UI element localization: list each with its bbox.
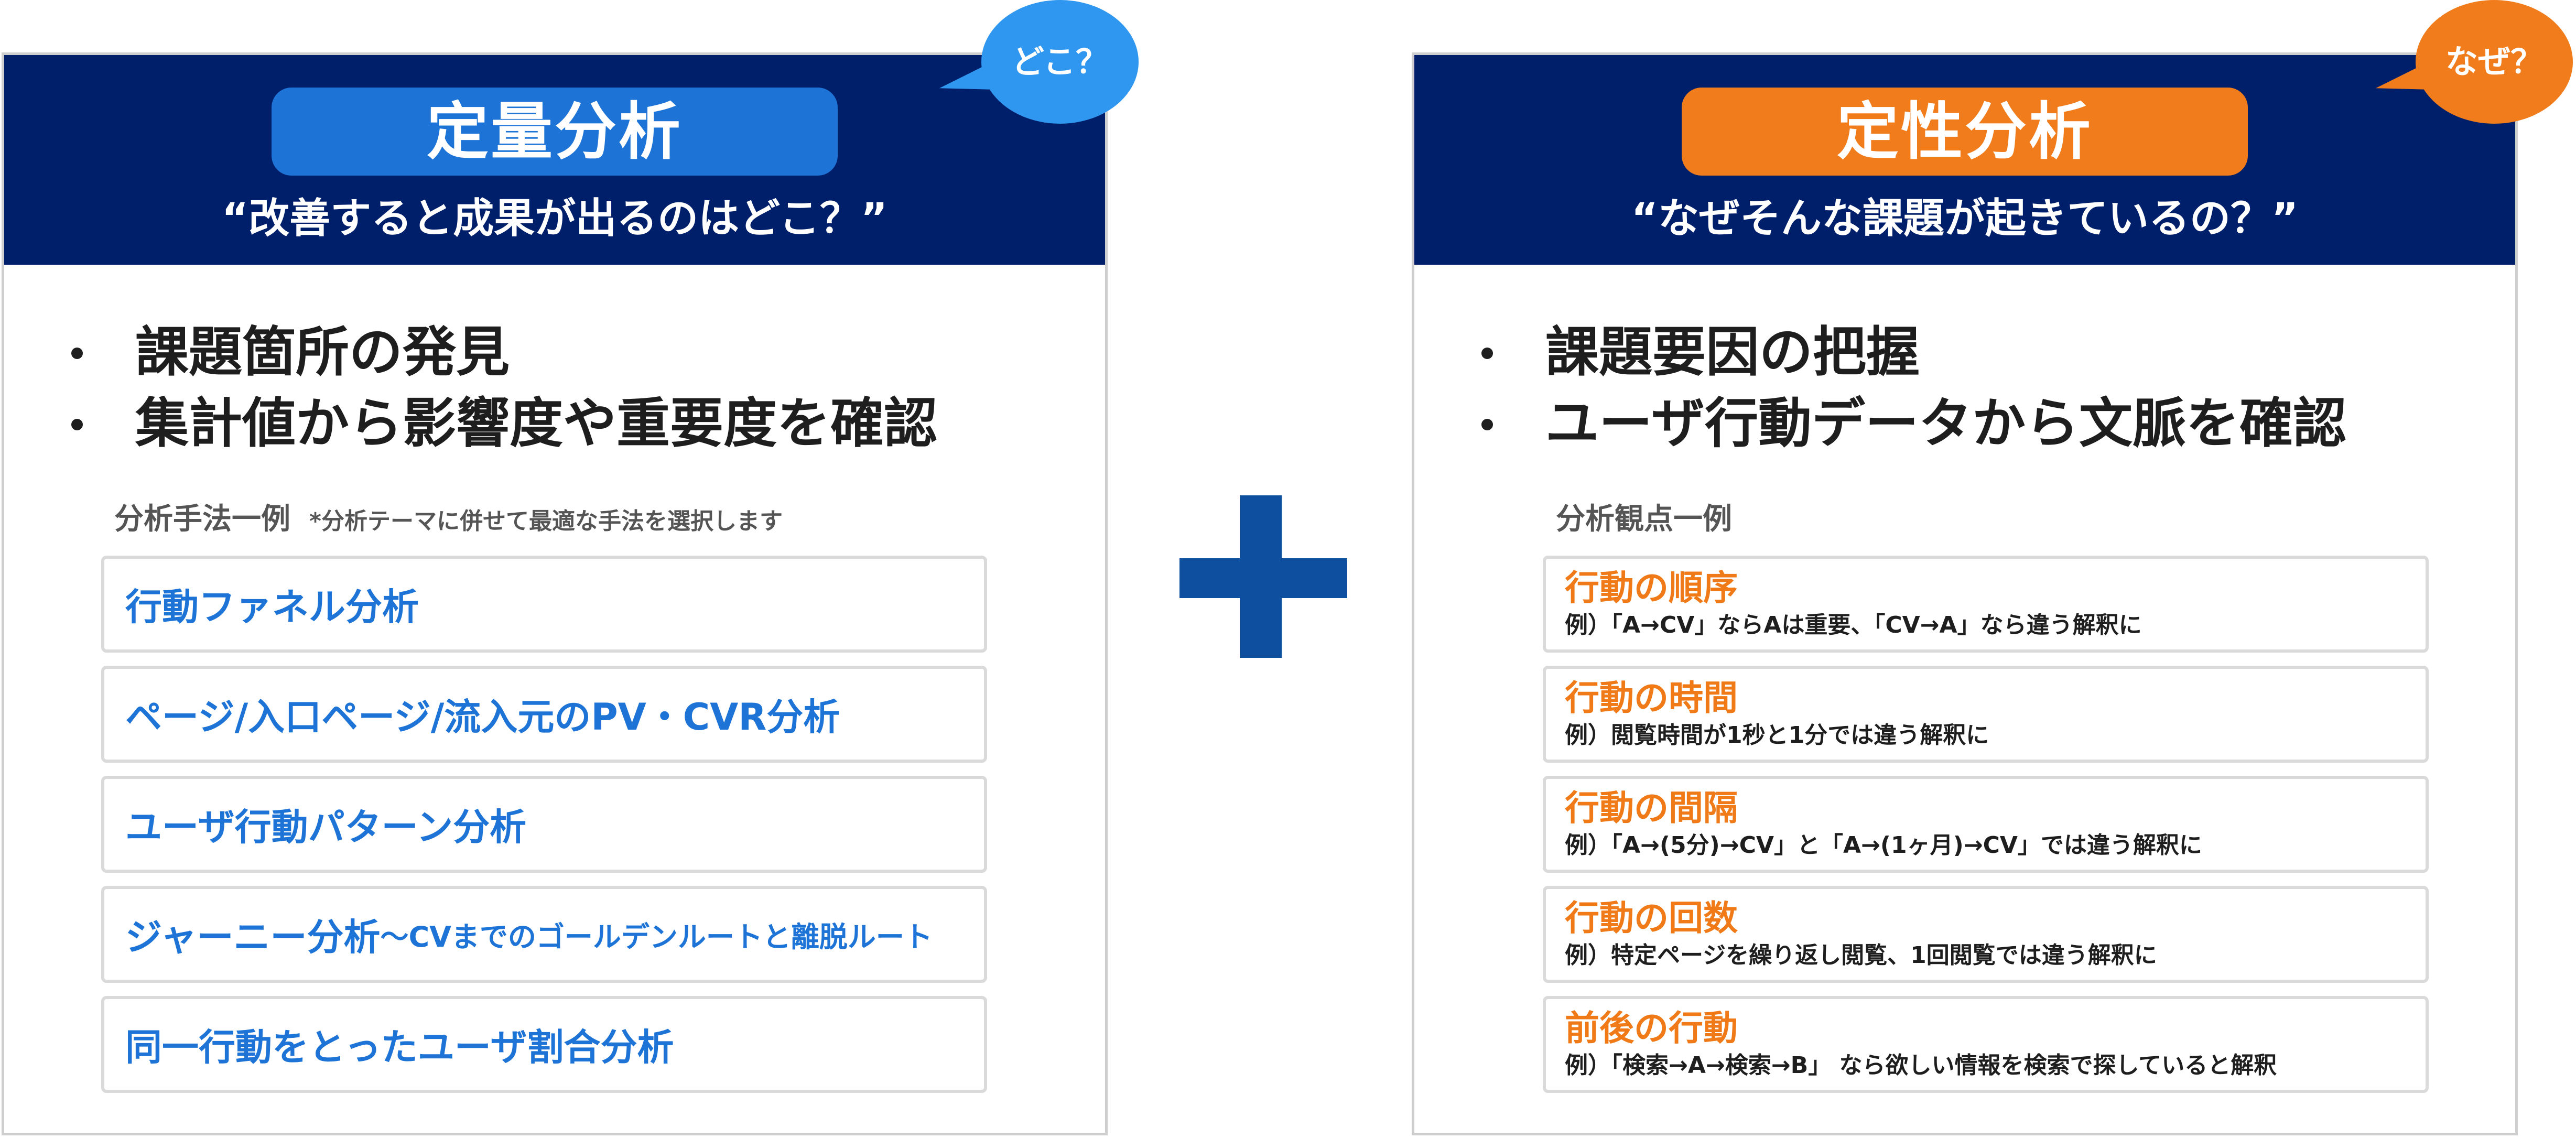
method-label: ジャーニー分析 — [125, 916, 381, 959]
point-example: 例）「A→(5分)→CV」と「A→(1ヶ月)→CV」では違う解釈に — [1565, 832, 2202, 859]
point-example: 例）「検索→A→検索→B」 なら欲しい情報を検索で探していると解釈 — [1565, 1052, 2277, 1079]
method-item: ユーザ行動パターン分析 — [101, 776, 987, 873]
qualitative-title: 定性分析 — [1682, 88, 2248, 176]
points-list: 行動の順序 例）「A→CV」ならAは重要、「CV→A」なら違う解釈に 行動の時間… — [1543, 556, 2429, 1106]
method-suffix: 〜CVまでのゴールデンルートと離脱ルート — [380, 920, 933, 953]
point-title: 行動の回数 — [1565, 898, 1738, 938]
quantitative-subtitle: “改善すると成果が出るのはどこ？” — [221, 195, 888, 242]
qualitative-subtitle: “なぜそんな課題が起きているの？” — [1631, 195, 2299, 242]
why-speech-bubble: なぜ？ — [2416, 0, 2573, 124]
methods-section-label: 分析手法一例 *分析テーマに併せて最適な手法を選択します — [114, 495, 783, 538]
quantitative-header: 定量分析 “改善すると成果が出るのはどこ？” — [4, 55, 1105, 265]
point-item: 行動の回数 例）特定ページを繰り返し閲覧、1回閲覧では違う解釈に — [1543, 886, 2429, 983]
points-section-label: 分析観点一例 — [1556, 502, 1732, 536]
point-item: 行動の間隔 例）「A→(5分)→CV」と「A→(1ヶ月)→CV」では違う解釈に — [1543, 776, 2429, 873]
method-label: 行動ファネル分析 — [125, 586, 419, 628]
qualitative-bullet: 課題要因の把握 — [1477, 317, 2346, 388]
point-item: 前後の行動 例）「検索→A→検索→B」 なら欲しい情報を検索で探していると解釈 — [1543, 996, 2429, 1093]
quantitative-title: 定量分析 — [272, 88, 838, 176]
methods-label-text: 分析手法一例 — [114, 502, 290, 536]
method-item: 同一行動をとったユーザ割合分析 — [101, 996, 987, 1093]
quantitative-panel: 定量分析 “改善すると成果が出るのはどこ？” 課題箇所の発見 集計値から影響度や… — [2, 52, 1108, 1135]
quantitative-bullet: 集計値から影響度や重要度を確認 — [67, 388, 937, 460]
point-item: 行動の時間 例）閲覧時間が1秒と1分では違う解釈に — [1543, 666, 2429, 763]
qualitative-header: 定性分析 “なぜそんな課題が起きているの？” — [1414, 55, 2515, 265]
point-title: 行動の時間 — [1565, 678, 1738, 718]
methods-note: *分析テーマに併せて最適な手法を選択します — [309, 508, 783, 535]
point-title: 行動の間隔 — [1565, 788, 1738, 828]
quantitative-bullets: 課題箇所の発見 集計値から影響度や重要度を確認 — [67, 317, 937, 460]
point-title: 行動の順序 — [1565, 568, 1738, 608]
point-example: 例）閲覧時間が1秒と1分では違う解釈に — [1565, 722, 1989, 749]
point-example: 例）「A→CV」ならAは重要、「CV→A」なら違う解釈に — [1565, 612, 2142, 638]
where-speech-bubble: どこ？ — [981, 0, 1139, 124]
methods-list: 行動ファネル分析 ページ/入口ページ/流入元のPV・CVR分析 ユーザ行動パター… — [101, 556, 987, 1106]
method-item: ページ/入口ページ/流入元のPV・CVR分析 — [101, 666, 987, 763]
point-item: 行動の順序 例）「A→CV」ならAは重要、「CV→A」なら違う解釈に — [1543, 556, 2429, 653]
method-label: ユーザ行動パターン分析 — [125, 806, 527, 849]
point-example: 例）特定ページを繰り返し閲覧、1回閲覧では違う解釈に — [1565, 942, 2157, 969]
point-title: 前後の行動 — [1565, 1008, 1738, 1048]
qualitative-panel: 定性分析 “なぜそんな課題が起きているの？” 課題要因の把握 ユーザ行動データか… — [1412, 52, 2518, 1135]
quantitative-bullet: 課題箇所の発見 — [67, 317, 937, 388]
qualitative-bullets: 課題要因の把握 ユーザ行動データから文脈を確認 — [1477, 317, 2346, 460]
qualitative-bullet: ユーザ行動データから文脈を確認 — [1477, 388, 2346, 460]
method-item: ジャーニー分析〜CVまでのゴールデンルートと離脱ルート — [101, 886, 987, 983]
plus-icon-horizontal — [1179, 558, 1347, 598]
method-label: 同一行動をとったユーザ割合分析 — [125, 1026, 674, 1069]
method-label: ページ/入口ページ/流入元のPV・CVR分析 — [125, 696, 840, 739]
method-item: 行動ファネル分析 — [101, 556, 987, 653]
